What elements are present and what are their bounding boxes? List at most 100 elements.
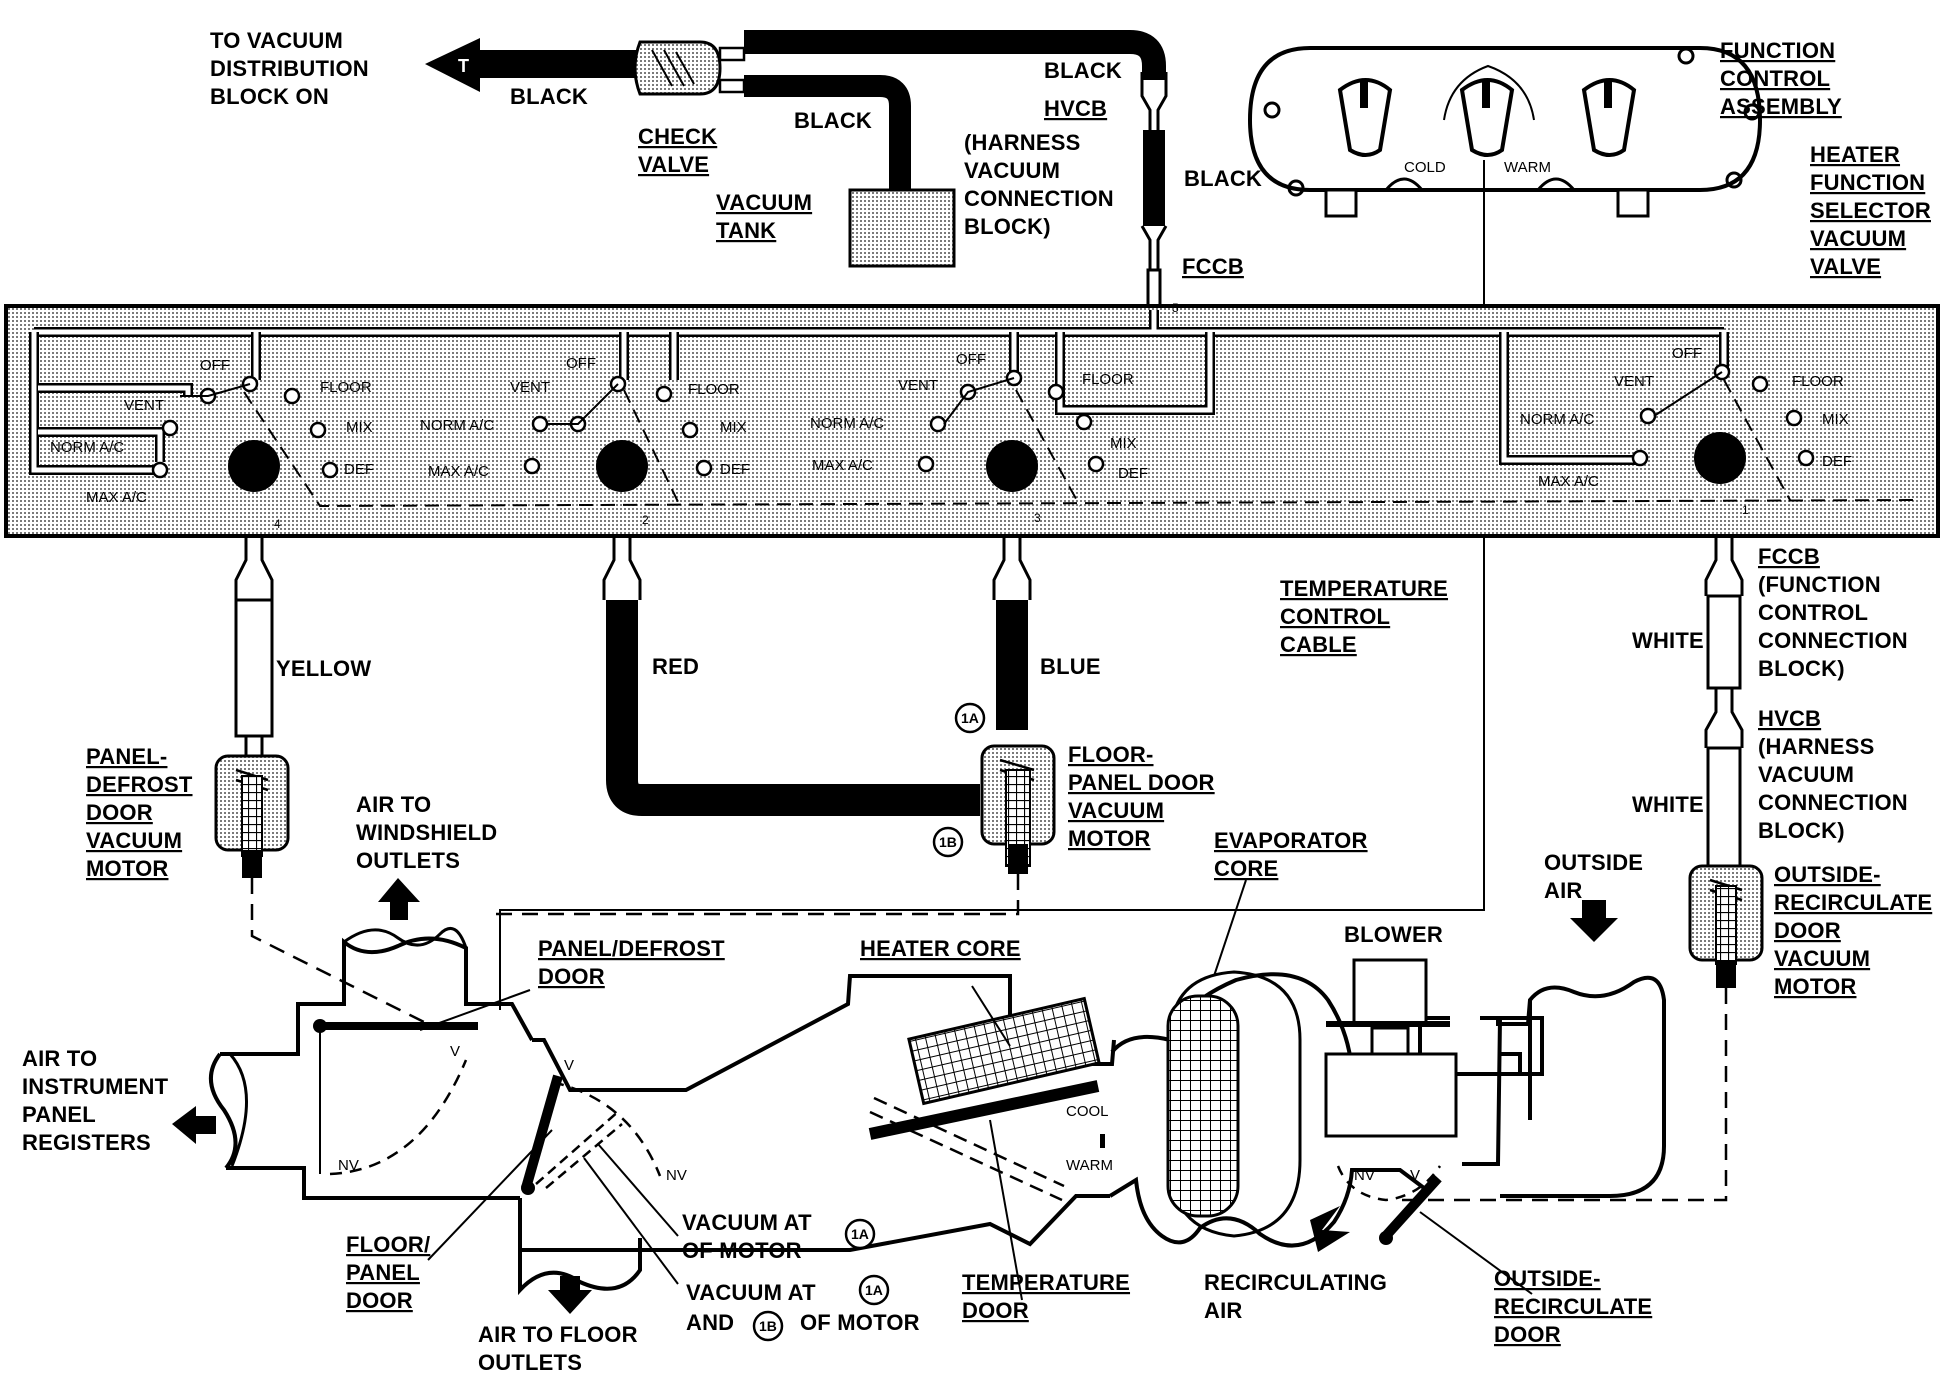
blower xyxy=(1324,958,1458,1138)
label-air-windshield: AIR TO WINDSHIELD OUTLETS xyxy=(356,792,497,873)
svg-text:AIR TO FLOOR: AIR TO FLOOR xyxy=(478,1322,638,1347)
svg-text:BLOCK): BLOCK) xyxy=(964,214,1051,239)
svg-text:MOTOR: MOTOR xyxy=(1774,974,1856,999)
label-floor-panel-door: FLOOR/ PANEL DOOR xyxy=(346,1232,430,1313)
svg-text:FUNCTION: FUNCTION xyxy=(1720,38,1835,63)
black-hose-top xyxy=(744,30,1166,190)
warm-label: WARM xyxy=(1504,159,1551,176)
svg-text:HEATER: HEATER xyxy=(1810,142,1900,167)
svg-text:CORE: CORE xyxy=(1214,856,1278,881)
label-temp-control-cable: TEMPERATURE CONTROL CABLE xyxy=(1280,576,1448,657)
label-fccb-top: FCCB xyxy=(1182,254,1244,279)
svg-text:1A: 1A xyxy=(851,1226,869,1242)
label-outside-recirc-door: OUTSIDE- RECIRCULATE DOOR xyxy=(1494,1266,1652,1347)
label-outside-recirc-motor: OUTSIDE- RECIRCULATE DOOR VACUUM MOTOR xyxy=(1774,862,1932,999)
sec3-mix: MIX xyxy=(1110,435,1137,452)
svg-text:FLOOR-: FLOOR- xyxy=(1068,742,1154,767)
svg-text:PANEL: PANEL xyxy=(346,1260,420,1285)
svg-text:PANEL/DEFROST: PANEL/DEFROST xyxy=(538,936,725,961)
svg-text:DOOR: DOOR xyxy=(962,1298,1029,1323)
label-function-control: FUNCTION CONTROL ASSEMBLY xyxy=(1720,38,1842,119)
sec3-vent: VENT xyxy=(898,377,938,394)
svg-text:AIR TO: AIR TO xyxy=(22,1046,97,1071)
svg-text:VALVE: VALVE xyxy=(1810,254,1881,279)
svg-text:OF MOTOR: OF MOTOR xyxy=(682,1238,802,1263)
svg-text:VACUUM: VACUUM xyxy=(86,828,182,853)
svg-text:AIR TO: AIR TO xyxy=(356,792,431,817)
sec1-off: OFF xyxy=(200,357,230,374)
svg-text:1A: 1A xyxy=(865,1282,883,1298)
svg-text:HVCB: HVCB xyxy=(1758,706,1821,731)
sec4-norm-ac: NORM A/C xyxy=(1520,411,1594,428)
svg-text:MOTOR: MOTOR xyxy=(1068,826,1150,851)
label-heater-selector: HEATER FUNCTION SELECTOR VACUUM VALVE xyxy=(1810,142,1931,279)
hose-label-black-2: BLACK xyxy=(794,108,872,133)
svg-text:CONNECTION: CONNECTION xyxy=(1758,790,1908,815)
svg-text:HVCB: HVCB xyxy=(1044,96,1107,121)
hose-label-red: RED xyxy=(652,654,699,679)
label-hvcb-top: HVCB (HARNESS VACUUM CONNECTION BLOCK) xyxy=(964,96,1114,239)
svg-text:RECIRCULATE: RECIRCULATE xyxy=(1774,890,1932,915)
svg-text:CONTROL: CONTROL xyxy=(1758,600,1868,625)
label-blower: BLOWER xyxy=(1344,922,1443,947)
airflow-arrows xyxy=(172,878,1618,1314)
label-panel-defrost-door: PANEL/DEFROST DOOR xyxy=(538,936,725,989)
svg-text:ASSEMBLY: ASSEMBLY xyxy=(1720,94,1842,119)
svg-text:VACUUM: VACUUM xyxy=(716,190,812,215)
svg-text:WINDSHIELD: WINDSHIELD xyxy=(356,820,497,845)
svg-text:TEMPERATURE: TEMPERATURE xyxy=(1280,576,1448,601)
svg-text:CHECK: CHECK xyxy=(638,124,717,149)
svg-text:DISTRIBUTION: DISTRIBUTION xyxy=(210,56,369,81)
hvcb-connector-top xyxy=(1140,72,1168,312)
sec2-max-ac: MAX A/C xyxy=(428,463,489,480)
svg-text:1B: 1B xyxy=(759,1318,777,1334)
svg-text:DEFROST: DEFROST xyxy=(86,772,193,797)
svg-text:(FUNCTION: (FUNCTION xyxy=(1758,572,1881,597)
svg-text:PANEL: PANEL xyxy=(22,1102,96,1127)
svg-text:TO VACUUM: TO VACUUM xyxy=(210,28,343,53)
label-check-valve: CHECK VALVE xyxy=(638,124,717,177)
sec4-off: OFF xyxy=(1672,345,1702,362)
function-control-assembly: COLD WARM xyxy=(1247,46,1763,218)
vacuum-tank xyxy=(848,188,956,268)
hose-blue xyxy=(992,536,1032,730)
svg-text:DOOR: DOOR xyxy=(1774,918,1841,943)
t-marker: T xyxy=(458,56,469,76)
label-vacuum-at-2: VACUUM AT AND OF MOTOR xyxy=(686,1280,920,1335)
leader-lines xyxy=(419,879,1533,1301)
svg-text:CABLE: CABLE xyxy=(1280,632,1357,657)
svg-text:CONTROL: CONTROL xyxy=(1280,604,1390,629)
svg-text:(HARNESS: (HARNESS xyxy=(964,130,1081,155)
label-air-instrument: AIR TO INSTRUMENT PANEL REGISTERS xyxy=(22,1046,168,1155)
svg-text:PANEL-: PANEL- xyxy=(86,744,167,769)
svg-text:PANEL DOOR: PANEL DOOR xyxy=(1068,770,1215,795)
svg-text:1B: 1B xyxy=(939,834,957,850)
label-vacuum-tank: VACUUM TANK xyxy=(716,190,812,243)
svg-text:VACUUM: VACUUM xyxy=(1068,798,1164,823)
hose-label-black-3: BLACK xyxy=(1044,58,1122,83)
svg-text:VACUUM: VACUUM xyxy=(1758,762,1854,787)
label-recirculating-air: RECIRCULATING AIR xyxy=(1204,1270,1387,1323)
port-4: 4 xyxy=(274,517,281,531)
label-outside-air: OUTSIDE AIR xyxy=(1544,850,1643,903)
sec4-mix: MIX xyxy=(1822,411,1849,428)
port-2: 2 xyxy=(642,513,649,527)
port-5: 5 xyxy=(1172,301,1179,315)
label-vacuum-at-1: VACUUM AT OF MOTOR xyxy=(682,1210,812,1263)
svg-text:OF MOTOR: OF MOTOR xyxy=(800,1310,920,1335)
svg-text:TEMPERATURE: TEMPERATURE xyxy=(962,1270,1130,1295)
fp-door-v: V xyxy=(564,1057,574,1074)
sec2-off: OFF xyxy=(566,355,596,372)
sec1-def: DEF xyxy=(344,461,374,478)
sec2-vent: VENT xyxy=(510,379,550,396)
sec1-floor: FLOOR xyxy=(320,379,372,396)
evaporator-core xyxy=(1166,994,1240,1218)
svg-text:VACUUM AT: VACUUM AT xyxy=(682,1210,812,1235)
temperature-door-shape: COOL WARM xyxy=(868,1080,1113,1202)
svg-text:VACUUM: VACUUM xyxy=(1810,226,1906,251)
sec3-max-ac: MAX A/C xyxy=(812,457,873,474)
sec2-floor: FLOOR xyxy=(688,381,740,398)
label-panel-defrost-motor: PANEL- DEFROST DOOR VACUUM MOTOR xyxy=(86,744,193,881)
svg-text:DOOR: DOOR xyxy=(86,800,153,825)
